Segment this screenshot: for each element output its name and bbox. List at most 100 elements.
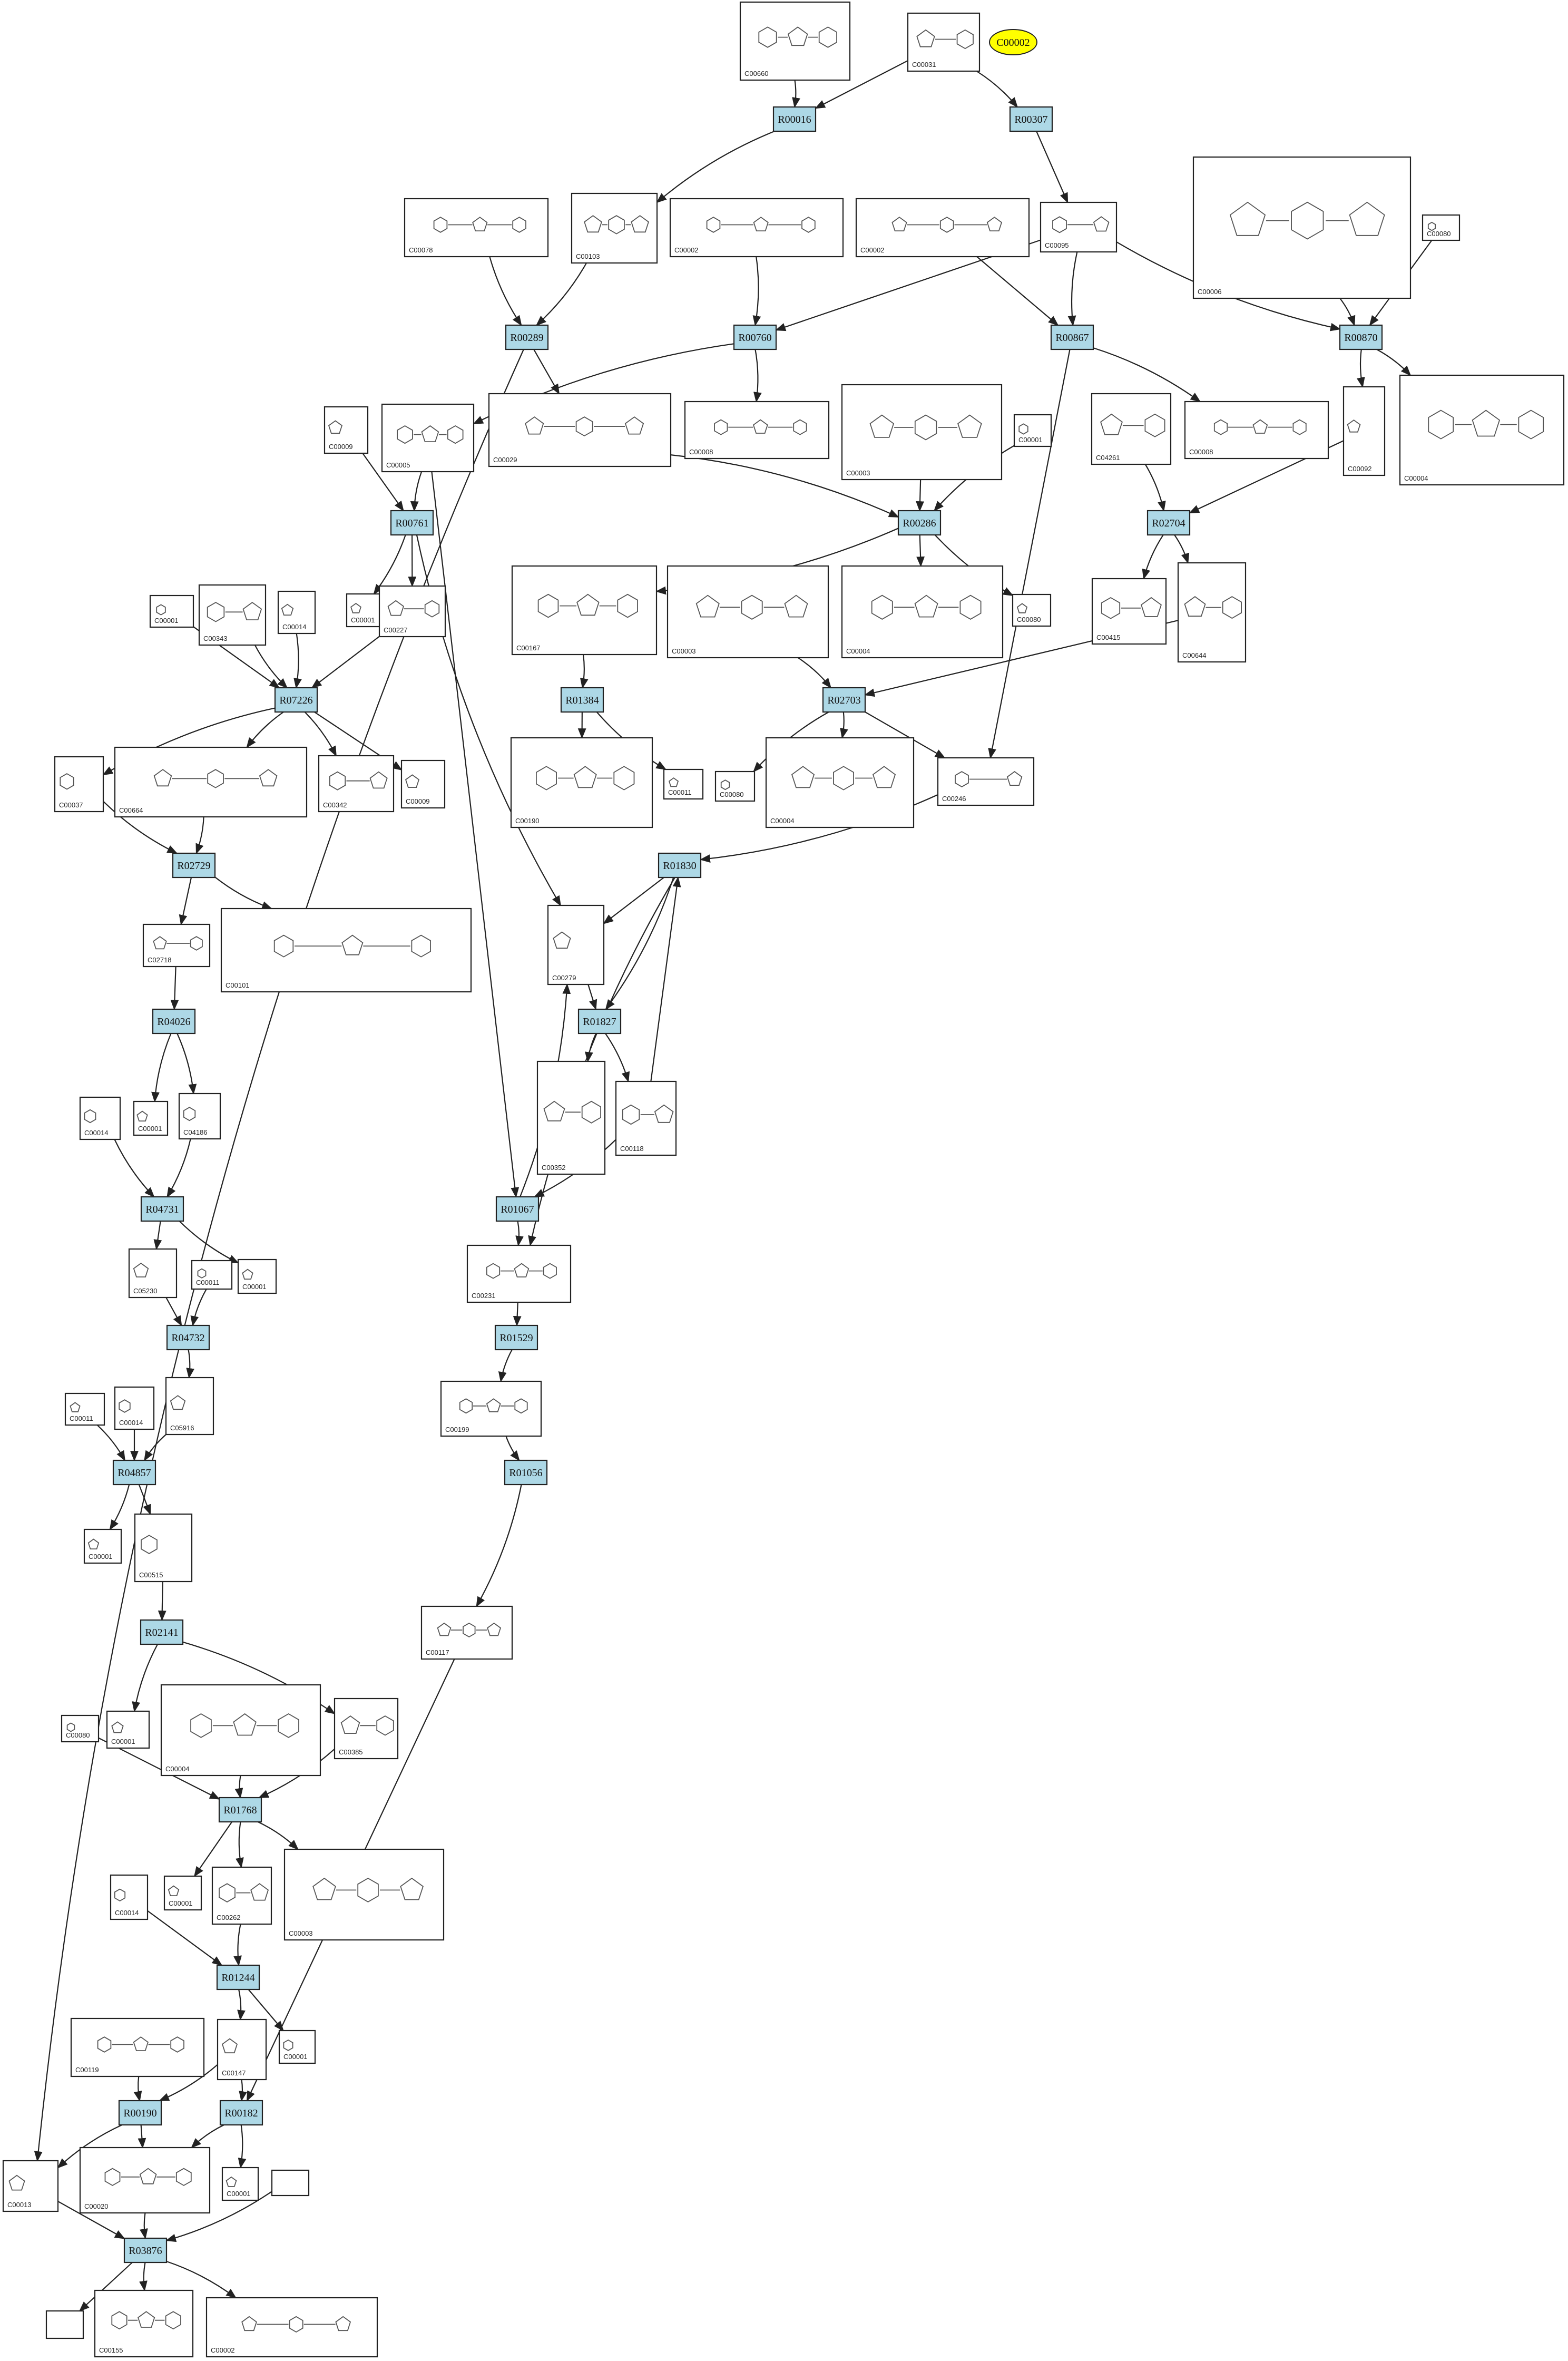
compound-node[interactable]: C00664 [114,746,308,818]
reaction-node[interactable]: R02141 [140,1619,184,1645]
reaction-node[interactable]: R04731 [140,1196,184,1222]
reaction-node[interactable]: R04732 [166,1324,210,1351]
compound-node[interactable]: C00119 [70,2017,205,2077]
compound-node[interactable] [45,2310,84,2339]
compound-node[interactable]: C00013 [2,2160,59,2212]
compound-node[interactable]: C00190 [510,737,653,828]
reaction-node[interactable]: R02703 [822,687,866,713]
compound-node[interactable]: C00001 [133,1100,169,1136]
compound-node[interactable]: C00011 [64,1392,105,1426]
compound-node[interactable]: C00660 [739,1,851,81]
reaction-node[interactable]: R00286 [897,510,942,536]
compound-node[interactable]: C00080 [714,770,756,802]
compound-node[interactable]: C00118 [615,1080,677,1156]
reaction-node[interactable]: R01830 [658,852,702,879]
compound-node[interactable]: C00014 [79,1096,121,1140]
compound-node[interactable]: C00167 [511,565,658,656]
compound-node[interactable]: C00014 [110,1874,149,1920]
compound-node[interactable]: C00352 [536,1060,606,1175]
reaction-node[interactable]: R01768 [218,1797,262,1823]
compound-node[interactable]: C00002 [669,198,844,258]
compound-node[interactable]: C00008 [1184,401,1329,460]
reaction-node[interactable]: R01244 [216,1964,260,1991]
compound-node[interactable]: C00199 [440,1380,542,1437]
compound-node[interactable]: C00014 [277,590,316,635]
compound-node[interactable]: C05916 [165,1377,214,1436]
compound-node[interactable]: C00001 [1013,414,1052,447]
compound-node[interactable]: C00004 [841,565,1004,659]
reaction-node[interactable]: R00307 [1009,106,1053,132]
reaction-node[interactable]: R01056 [504,1459,548,1486]
compound-node[interactable]: C00343 [198,584,267,646]
compound-node[interactable]: C00011 [663,768,704,800]
compound-node[interactable]: C00227 [378,585,446,638]
compound-node[interactable]: C00014 [114,1386,155,1430]
compound-node[interactable]: C05230 [128,1248,178,1299]
compound-node[interactable]: C00004 [160,1684,321,1777]
compound-node[interactable]: C00006 [1192,156,1412,299]
compound-node[interactable]: C00080 [1422,214,1461,241]
compound-node[interactable]: C00037 [54,756,104,813]
compound-node[interactable]: C00029 [488,393,672,467]
compound-node[interactable]: C00020 [79,2147,211,2214]
reaction-node[interactable]: R00016 [772,106,817,132]
reaction-node[interactable]: R00289 [505,324,549,350]
compound-node[interactable]: C00231 [466,1244,572,1303]
compound-node[interactable]: C00011 [191,1260,233,1290]
reaction-node[interactable]: R00190 [118,2100,162,2126]
compound-node[interactable]: C00001 [278,2030,316,2064]
compound-node[interactable]: C00080 [1012,593,1052,627]
compound-node[interactable]: C00003 [283,1848,445,1941]
compound-node[interactable]: C00644 [1177,562,1247,663]
reaction-node[interactable]: R03876 [123,2237,168,2264]
compound-node[interactable]: C00001 [221,2167,259,2201]
compound-node[interactable]: C00008 [684,401,830,460]
reaction-node[interactable]: R00182 [219,2100,263,2126]
compound-node[interactable]: C00009 [400,759,446,809]
reaction-node[interactable]: R00760 [733,324,777,350]
compound-node[interactable]: C00262 [211,1866,272,1925]
reaction-node[interactable]: R02729 [172,852,216,879]
compound-node[interactable]: C00009 [324,406,369,454]
reaction-node[interactable]: R04857 [112,1459,156,1486]
reaction-node[interactable]: R00870 [1339,324,1383,350]
compound-node[interactable]: C00003 [667,565,829,659]
reaction-node[interactable]: R00761 [390,510,434,536]
compound-node[interactable]: C00155 [94,2289,194,2358]
reaction-node[interactable]: R01529 [494,1324,538,1351]
compound-node[interactable]: C00002 [855,198,1030,258]
compound-node[interactable]: C00342 [318,755,395,813]
compound-node[interactable]: C00095 [1040,201,1118,253]
compound-node[interactable]: C00004 [765,737,915,828]
reaction-node[interactable]: R01384 [560,687,604,713]
reaction-node[interactable]: R01827 [577,1008,622,1035]
compound-node[interactable]: C00103 [571,192,658,264]
compound-node[interactable]: C00246 [937,757,1035,806]
reaction-node[interactable]: R00867 [1050,324,1094,350]
compound-node[interactable]: C00279 [547,904,605,986]
compound-node[interactable]: C00001 [237,1258,277,1294]
compound-node[interactable] [271,2169,310,2197]
compound-node[interactable]: C00415 [1091,578,1167,645]
compound-node[interactable]: C00002 [205,2297,378,2358]
compound-node[interactable]: C00078 [404,198,549,258]
compound-node[interactable]: C00147 [217,2018,267,2081]
highlight-node[interactable]: C00002 [989,29,1037,55]
compound-node[interactable]: C00001 [106,1710,150,1749]
compound-node[interactable]: C04261 [1091,393,1172,465]
compound-node[interactable]: C04186 [178,1092,221,1140]
compound-node[interactable]: C00385 [334,1697,399,1760]
reaction-node[interactable]: R02704 [1146,510,1191,536]
compound-node[interactable]: C00080 [61,1714,100,1743]
compound-node[interactable]: C00092 [1342,386,1386,476]
compound-node[interactable]: C00005 [381,403,475,473]
compound-node[interactable]: C00031 [907,12,981,72]
compound-node[interactable]: C00004 [1399,374,1565,486]
reaction-node[interactable]: R04026 [152,1008,196,1035]
compound-node[interactable]: C00117 [420,1605,513,1660]
compound-node[interactable]: C00515 [134,1513,193,1583]
compound-node[interactable]: C00101 [220,908,472,993]
compound-node[interactable]: C00001 [149,594,194,628]
compound-node[interactable]: C00001 [83,1528,122,1564]
compound-node[interactable]: C00001 [163,1875,202,1911]
